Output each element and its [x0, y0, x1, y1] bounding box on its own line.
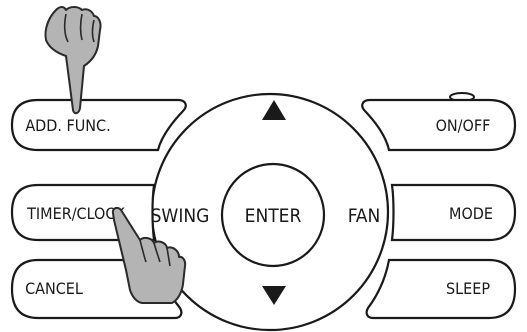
- on-off-label: ON/OFF: [436, 116, 491, 135]
- mode-label: MODE: [449, 204, 493, 223]
- mode-button[interactable]: MODE: [392, 185, 515, 240]
- fan-button-label[interactable]: FAN: [348, 205, 381, 227]
- add-func-button[interactable]: ADD. FUNC.: [12, 100, 186, 150]
- pointing-hand-icon: [45, 7, 100, 113]
- timer-clock-label: TIMER/CLOCK: [26, 204, 125, 223]
- cancel-label: CANCEL: [25, 279, 83, 298]
- sleep-label: SLEEP: [446, 279, 490, 298]
- on-off-button[interactable]: ON/OFF: [362, 100, 515, 150]
- enter-label: ENTER: [245, 205, 302, 227]
- swing-button-label[interactable]: SWING: [151, 205, 210, 227]
- navigation-dial: ENTER SWING FAN: [151, 94, 388, 330]
- sleep-button[interactable]: SLEEP: [367, 260, 515, 318]
- add-func-label: ADD. FUNC.: [25, 116, 110, 135]
